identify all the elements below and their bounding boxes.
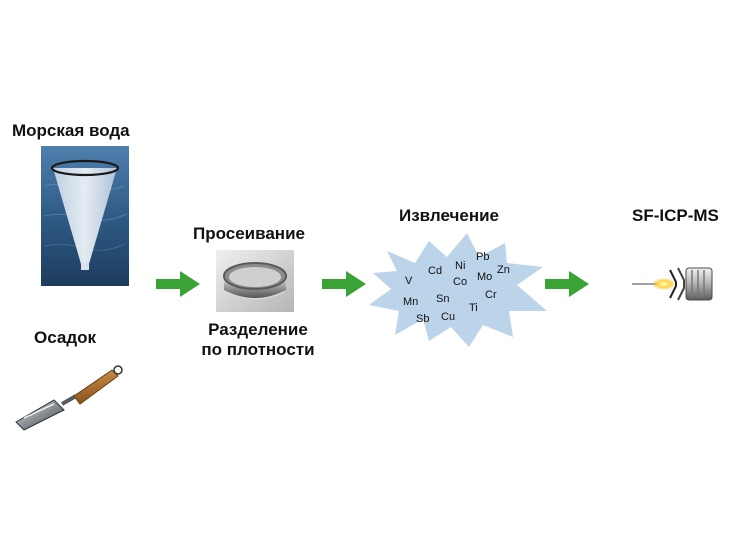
element-label: Zn	[497, 264, 510, 276]
element-label: Mo	[477, 271, 493, 283]
extraction-label: Извлечение	[399, 206, 499, 225]
element-label: Co	[453, 276, 468, 288]
element-label: Ti	[469, 302, 478, 314]
element-label: Cr	[485, 289, 497, 301]
density-separation-line1: Разделение	[208, 320, 308, 339]
element-label: Pb	[476, 251, 490, 263]
element-label: Cd	[428, 265, 443, 277]
arrow-3-icon	[545, 271, 589, 297]
element-label: Ni	[455, 260, 466, 272]
plankton-net-photo	[41, 146, 129, 286]
extraction-burst-shape	[369, 233, 547, 347]
element-label: Sn	[436, 293, 450, 305]
density-separation-line2: по плотности	[201, 340, 315, 359]
density-separation-label: Разделение по плотности	[193, 320, 323, 360]
element-label: Mn	[403, 296, 419, 308]
instrument-label: SF-ICP-MS	[632, 206, 719, 225]
sieving-label: Просеивание	[193, 224, 305, 243]
icp-ms-cone-icon	[632, 267, 713, 301]
arrow-2-icon	[322, 271, 366, 297]
element-label: Cu	[441, 311, 456, 323]
arrow-1-icon	[156, 271, 200, 297]
element-label: V	[405, 275, 413, 287]
sediment-label: Осадок	[34, 328, 97, 347]
seawater-label: Морская вода	[12, 121, 130, 140]
sieve-photo	[216, 250, 294, 312]
trowel-photo	[15, 365, 123, 431]
element-label: Sb	[416, 313, 430, 325]
